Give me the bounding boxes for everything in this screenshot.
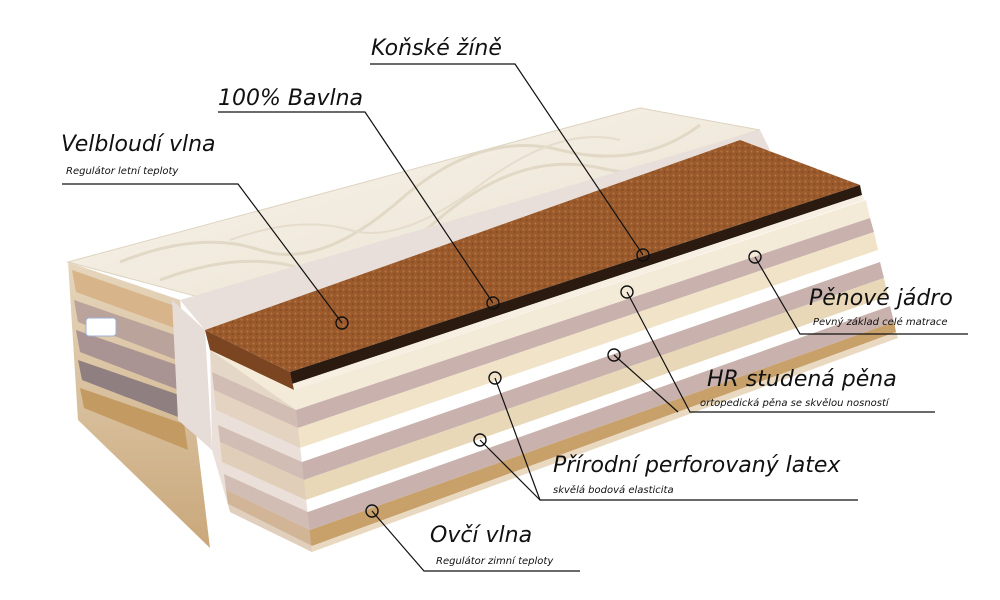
label-tag-icon [85,317,117,337]
sublabel-hr-pena: ortopedická pěna se skvělou nosností [700,398,889,409]
cover-band [180,130,770,330]
marker-latex-2 [473,433,487,447]
horsehair-layer [290,185,862,384]
label-konske-zine: Koňské žíně [371,36,502,61]
label-hr-pena: HR studená pěna [707,367,897,392]
marker-bavlna [486,296,500,310]
label-velbloudi-vlna: Velbloudí vlna [61,132,216,157]
sublabel-latex: skvělá bodová elasticita [553,485,674,496]
marker-ovci-vlna [365,504,379,518]
marker-penove-jadro [748,250,762,264]
cover-band-side [172,300,212,450]
sublabel-velbloudi-vlna: Regulátor letní teploty [66,166,179,177]
mattress-layers [205,140,898,552]
marker-konske-zine [636,248,650,262]
sublabel-penove-jadro: Pevný základ celé matrace [813,317,948,328]
coconut-layer [205,140,860,372]
callout-markers [335,248,762,518]
marker-latex-1 [488,371,502,385]
marker-hr-pena-1 [620,285,634,299]
label-penove-jadro: Pěnové jádro [809,286,953,311]
marker-velbloudi-vlna [335,316,349,330]
marker-hr-pena-2 [607,348,621,362]
label-ovci-vlna: Ovčí vlna [430,523,533,548]
label-bavlna: 100% Bavlna [218,86,364,111]
label-latex: Přírodní perforovaný latex [553,453,841,478]
callout-lines [62,63,968,572]
sublabel-ovci-vlna: Regulátor zimní teploty [436,556,554,567]
